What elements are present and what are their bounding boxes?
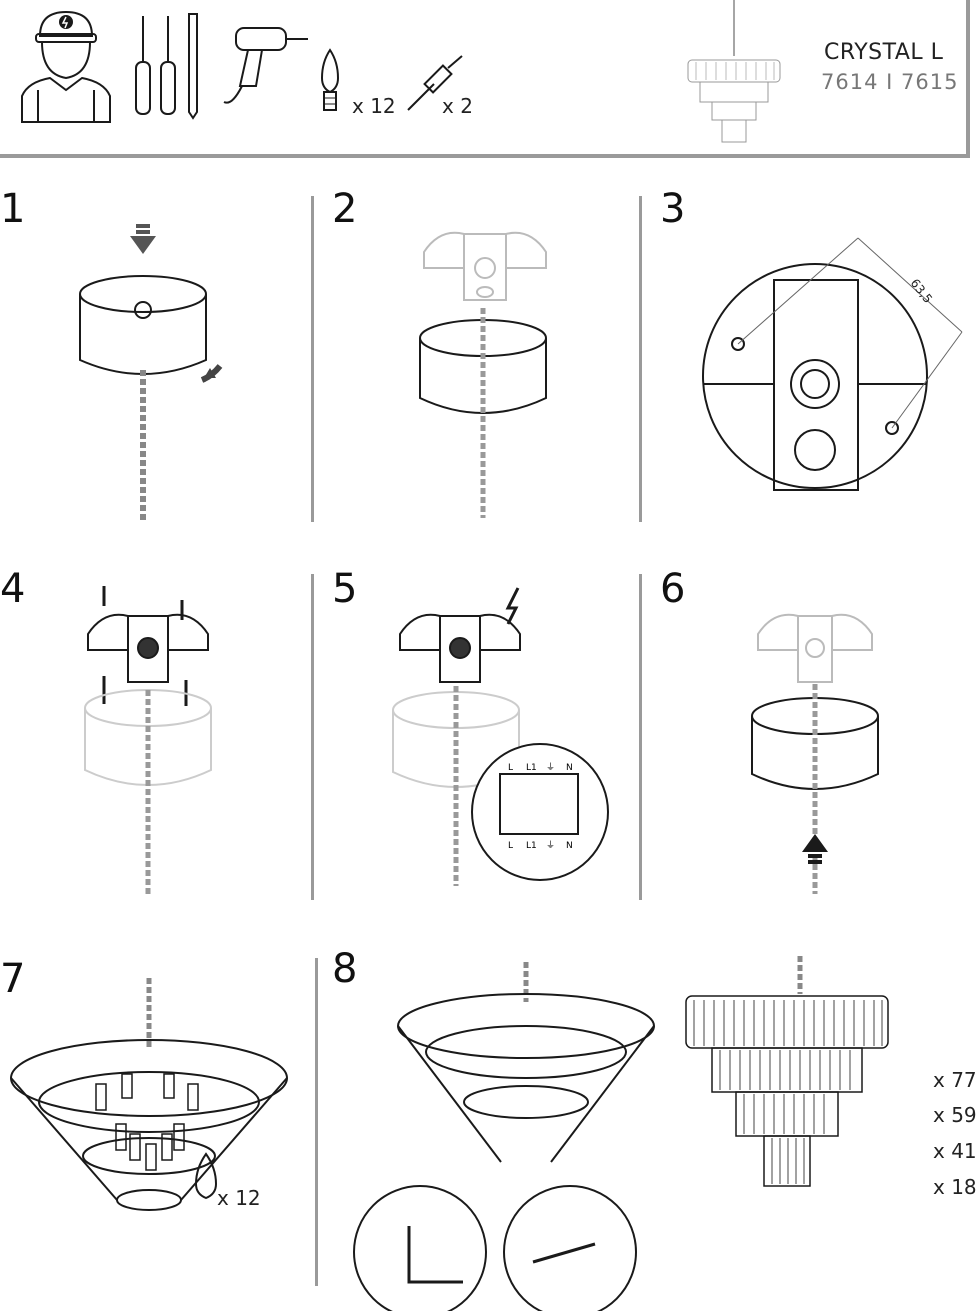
step8-assembly-illustration	[353, 962, 655, 1311]
step-number-4: 4	[0, 566, 26, 612]
step-number-3: 3	[660, 186, 686, 232]
step-number-5: 5	[332, 566, 358, 612]
chandelier-thumbnail	[687, 0, 781, 143]
crystal-count-tier4: x 18	[933, 1175, 977, 1199]
terminal-label-top: N	[566, 763, 573, 773]
divider	[315, 958, 318, 1286]
product-title: CRYSTAL L	[824, 40, 944, 65]
terminal-label-bottom: ⏚	[546, 840, 555, 851]
anchor-quantity: x 2	[442, 94, 473, 118]
step5-illustration: L L1 ⏚ N L L1 ⏚ N	[392, 587, 609, 886]
terminal-label-bottom: L1	[526, 841, 537, 851]
terminal-label-bottom: N	[566, 841, 573, 851]
crystal-count-tier2: x 59	[933, 1103, 977, 1127]
step-number-1: 1	[0, 186, 26, 232]
divider	[311, 196, 314, 522]
step-number-8: 8	[332, 946, 358, 992]
step3-illustration	[702, 237, 963, 491]
terminal-label-top: ⏚	[546, 762, 555, 773]
step-number-6: 6	[660, 566, 686, 612]
bulb-icon	[320, 48, 340, 111]
bulb-quantity: x 12	[352, 94, 396, 118]
divider	[639, 574, 642, 900]
terminal-label-top: L	[508, 763, 513, 773]
step1-illustration	[79, 224, 223, 520]
product-code: 7614 I 7615	[821, 70, 959, 94]
header-panel	[0, 0, 970, 158]
wall-anchor-icon	[407, 55, 463, 111]
step7-bulb-quantity: x 12	[217, 1186, 261, 1210]
finished-chandelier-illustration	[685, 956, 889, 1187]
divider	[639, 196, 642, 522]
step6-illustration	[751, 613, 879, 894]
step-number-2: 2	[332, 186, 358, 232]
drill-icon	[223, 27, 308, 104]
divider	[311, 574, 314, 900]
terminal-label-top: L1	[526, 763, 537, 773]
step4-illustration	[84, 586, 212, 895]
worker-icon	[21, 10, 111, 123]
screwdrivers-icon	[135, 13, 198, 120]
step7-illustration	[10, 978, 288, 1211]
step2-illustration	[419, 231, 547, 518]
crystal-count-tier1: x 77	[933, 1068, 977, 1092]
step-number-7: 7	[0, 956, 26, 1002]
crystal-count-tier3: x 41	[933, 1139, 977, 1163]
terminal-label-bottom: L	[508, 841, 513, 851]
